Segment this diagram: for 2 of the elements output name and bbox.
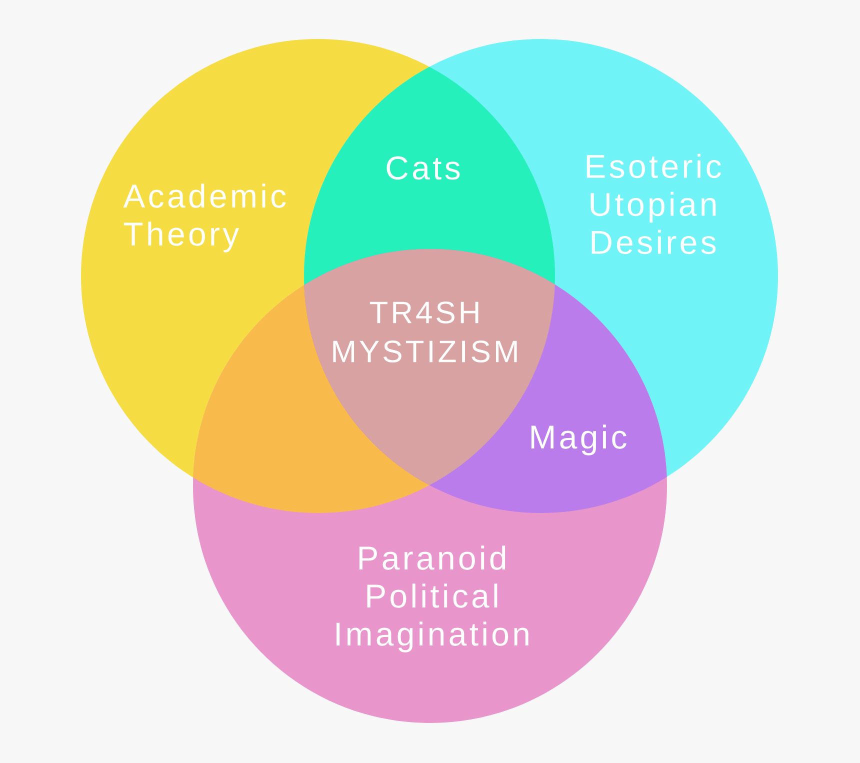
region-label: Cats — [386, 156, 460, 180]
region-label: TR4SH MYSTIZISM — [333, 302, 517, 362]
